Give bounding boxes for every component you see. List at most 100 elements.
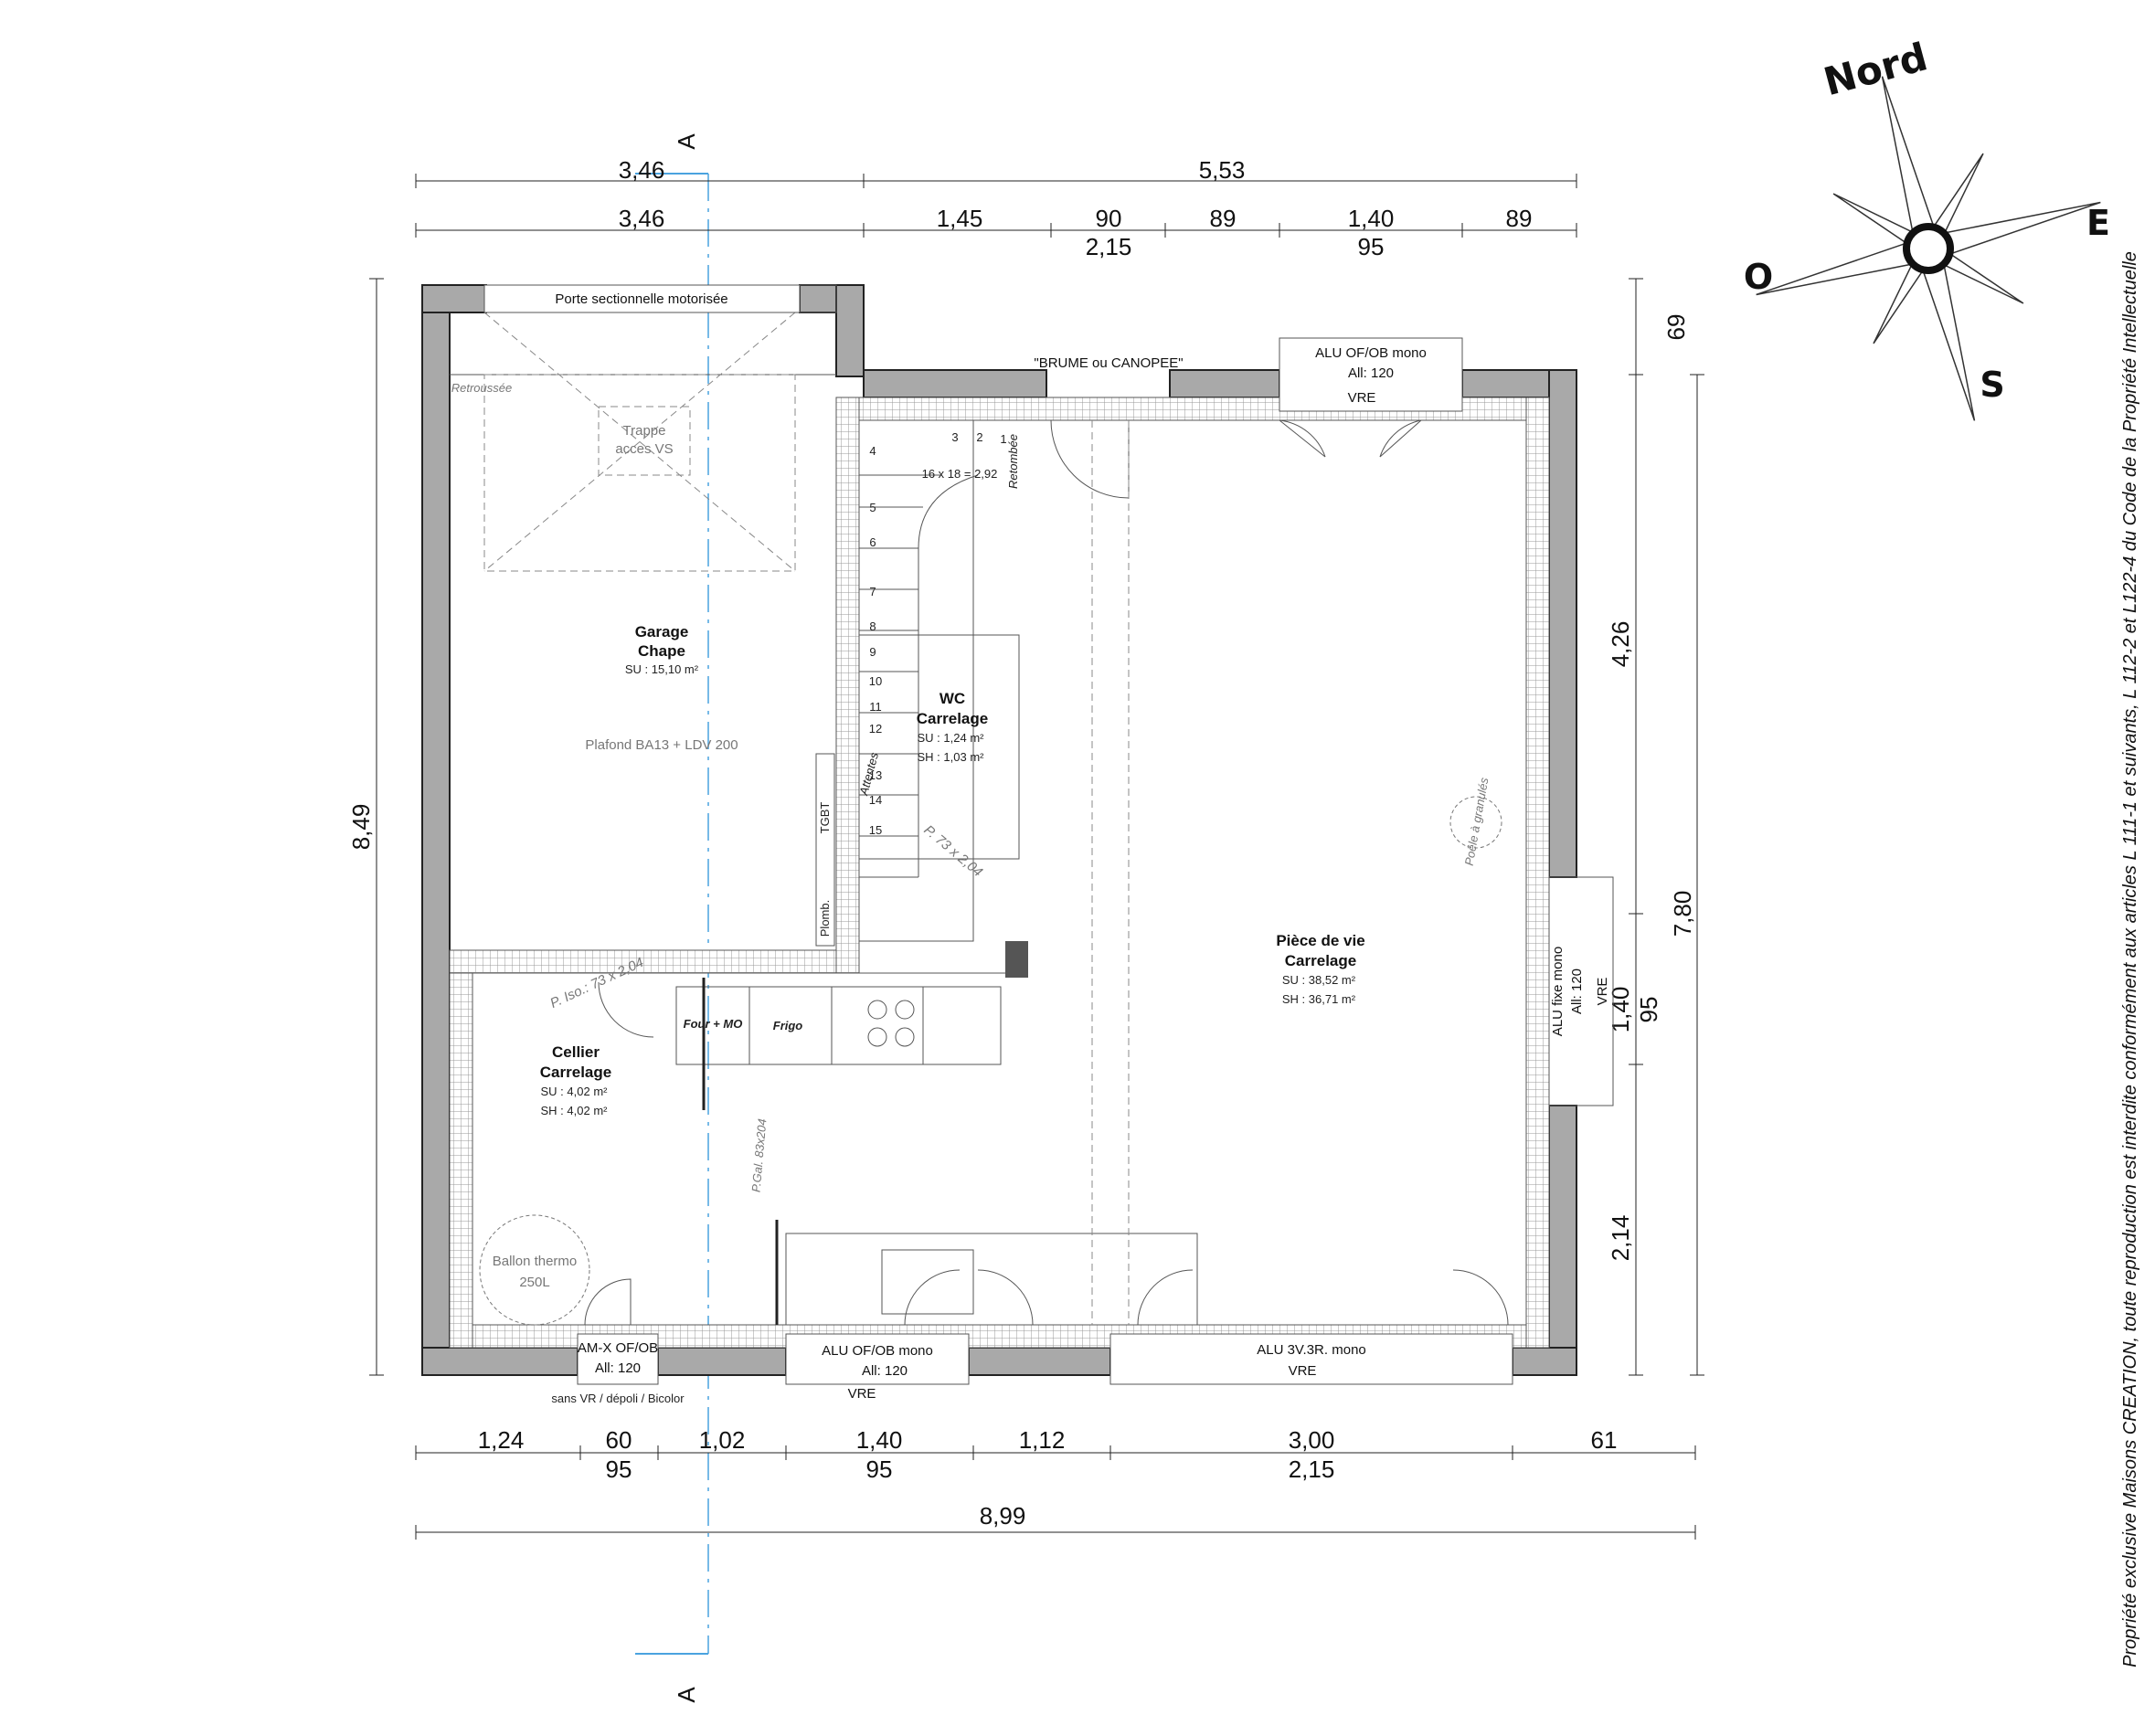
- bottom-mid-window-3: VRE: [848, 1386, 876, 1402]
- compass-south: S: [1980, 365, 2004, 405]
- plan-text: 5: [869, 501, 876, 514]
- dim-bottom-3: 1,02: [699, 1426, 746, 1454]
- compass-rose: Nord E O S: [1744, 34, 2110, 421]
- retombee-label: Retombée: [1006, 434, 1020, 489]
- stair-treads: [859, 474, 979, 878]
- stairs-label: 16 x 18 = 2,92: [922, 467, 998, 481]
- dim-bottom-6: 3,00: [1289, 1426, 1335, 1454]
- dim-top-6: 89: [1506, 205, 1533, 232]
- garage-ceiling: Plafond BA13 + LDV 200: [585, 737, 738, 753]
- trappe-label-2: acces VS: [615, 441, 673, 457]
- section-label-bottom: A: [673, 1687, 700, 1703]
- garage-name: Garage: [635, 623, 689, 640]
- dim-right-sub: 95: [1635, 997, 1662, 1023]
- stair-step-numbers: 1 2 3 4 5 6 7 8 9 10 11 12 13 14 15: [869, 430, 1007, 837]
- dim-top-5: 1,40: [1348, 205, 1395, 232]
- section-line-a: A A: [635, 133, 709, 1703]
- dim-left-total: 8,49: [347, 804, 375, 851]
- door-gal-label: P.Gal. 83x204: [749, 1118, 770, 1193]
- garage-door-label: Porte sectionnelle motorisée: [555, 291, 727, 307]
- plan-text: 13: [869, 768, 882, 782]
- bottom-right-window-2: VRE: [1289, 1363, 1317, 1379]
- plan-text: 8: [869, 619, 876, 633]
- dim-bottom-sub-2: 95: [866, 1455, 893, 1483]
- garage-floor: Chape: [638, 642, 685, 660]
- dim-bottom-1: 1,24: [478, 1426, 525, 1454]
- ballon-label-2: 250L: [519, 1275, 549, 1290]
- tgbt-label: TGBT: [818, 802, 832, 834]
- copyright-notice: Propriété exclusive Maisons CREATION, to…: [2120, 251, 2140, 1667]
- ballon-label-1: Ballon thermo: [493, 1254, 578, 1269]
- compass-east: E: [2086, 203, 2110, 243]
- dim-top-total-1: 3,46: [619, 156, 665, 184]
- exterior-walls: [421, 284, 1577, 1376]
- cellier-floor: Carrelage: [540, 1064, 611, 1081]
- bottom-left-window-1: AM-X OF/OB: [578, 1340, 658, 1356]
- dim-bottom-4: 1,40: [856, 1426, 903, 1454]
- frigo-label: Frigo: [773, 1019, 803, 1032]
- dim-bottom-sub-1: 95: [606, 1455, 632, 1483]
- living-name: Pièce de vie: [1276, 932, 1364, 949]
- living-floor: Carrelage: [1285, 952, 1356, 969]
- brume-label: "BRUME ou CANOPEE": [1034, 355, 1183, 371]
- plomb-label: Plomb.: [818, 900, 832, 937]
- plan-text: 10: [869, 674, 882, 688]
- dim-top-sub-2: 95: [1358, 233, 1385, 260]
- top-window-label-3: VRE: [1348, 390, 1376, 406]
- wall-lining: [449, 397, 1550, 1349]
- living-su: SU : 38,52 m²: [1282, 973, 1356, 987]
- side-dimension-lines: [369, 278, 1704, 1376]
- dim-top-4: 89: [1210, 205, 1237, 232]
- bottom-mid-window-1: ALU OF/OB mono: [822, 1343, 933, 1359]
- plan-text: 15: [869, 823, 882, 837]
- dim-top-sub-1: 2,15: [1086, 233, 1132, 260]
- plan-text: 11: [869, 700, 882, 714]
- dim-right-1: 69: [1662, 314, 1690, 341]
- plan-text: 1: [1000, 432, 1006, 446]
- dim-bottom-5: 1,12: [1019, 1426, 1066, 1454]
- bottom-right-window-1: ALU 3V.3R. mono: [1257, 1342, 1366, 1358]
- poele-label: Poêle à granulés: [1462, 776, 1492, 866]
- dim-top-2: 1,45: [937, 205, 983, 232]
- bottom-mid-window-2: All: 120: [862, 1363, 908, 1379]
- interior-lines: [450, 284, 1614, 1326]
- plan-text: 14: [869, 793, 882, 807]
- bottom-left-window-2: All: 120: [595, 1360, 641, 1376]
- plan-text: 7: [869, 585, 876, 598]
- cellier-su: SU : 4,02 m²: [541, 1085, 609, 1098]
- dim-right-4: 2,14: [1607, 1215, 1634, 1262]
- dim-right-2: 4,26: [1607, 621, 1634, 668]
- right-window-label-3: VRE: [1595, 978, 1610, 1006]
- living-sh: SH : 36,71 m²: [1282, 992, 1356, 1006]
- cellier-name: Cellier: [552, 1043, 600, 1061]
- plan-text: 12: [869, 722, 882, 736]
- top-window-label-1: ALU OF/OB mono: [1315, 345, 1427, 361]
- garage-su: SU : 15,10 m²: [625, 662, 699, 676]
- section-label-top: A: [673, 133, 700, 150]
- plan-text: 2: [976, 430, 982, 444]
- compass-north: Nord: [1819, 34, 1932, 104]
- dim-right-3: 1,40: [1607, 987, 1634, 1033]
- door-wc-label: P. 73 x 2,04: [921, 822, 986, 880]
- top-dimension-lines: [415, 174, 1577, 238]
- retroussee-label: Retroussée: [451, 381, 512, 395]
- bottom-left-note: sans VR / dépoli / Bicolor: [551, 1392, 685, 1405]
- bottom-dimension-lines: [415, 1445, 1696, 1540]
- plan-text: 4: [869, 444, 876, 458]
- plan-text: 9: [869, 645, 876, 659]
- dim-bottom-7: 61: [1591, 1426, 1618, 1454]
- right-window-label-1: ALU fixe mono: [1550, 947, 1566, 1036]
- wc-name: WC: [939, 690, 965, 707]
- dim-bottom-sub-3: 2,15: [1289, 1455, 1335, 1483]
- compass-west: O: [1744, 257, 1773, 297]
- dim-right-total: 7,80: [1669, 891, 1696, 937]
- four-label: Four + MO: [684, 1017, 743, 1031]
- dim-top-1: 3,46: [619, 205, 665, 232]
- plan-text: 3: [951, 430, 958, 444]
- dim-bottom-total: 8,99: [980, 1502, 1026, 1530]
- wc-floor: Carrelage: [917, 710, 988, 727]
- dim-top-3: 90: [1096, 205, 1122, 232]
- wc-su: SU : 1,24 m²: [918, 731, 985, 745]
- dim-bottom-2: 60: [606, 1426, 632, 1454]
